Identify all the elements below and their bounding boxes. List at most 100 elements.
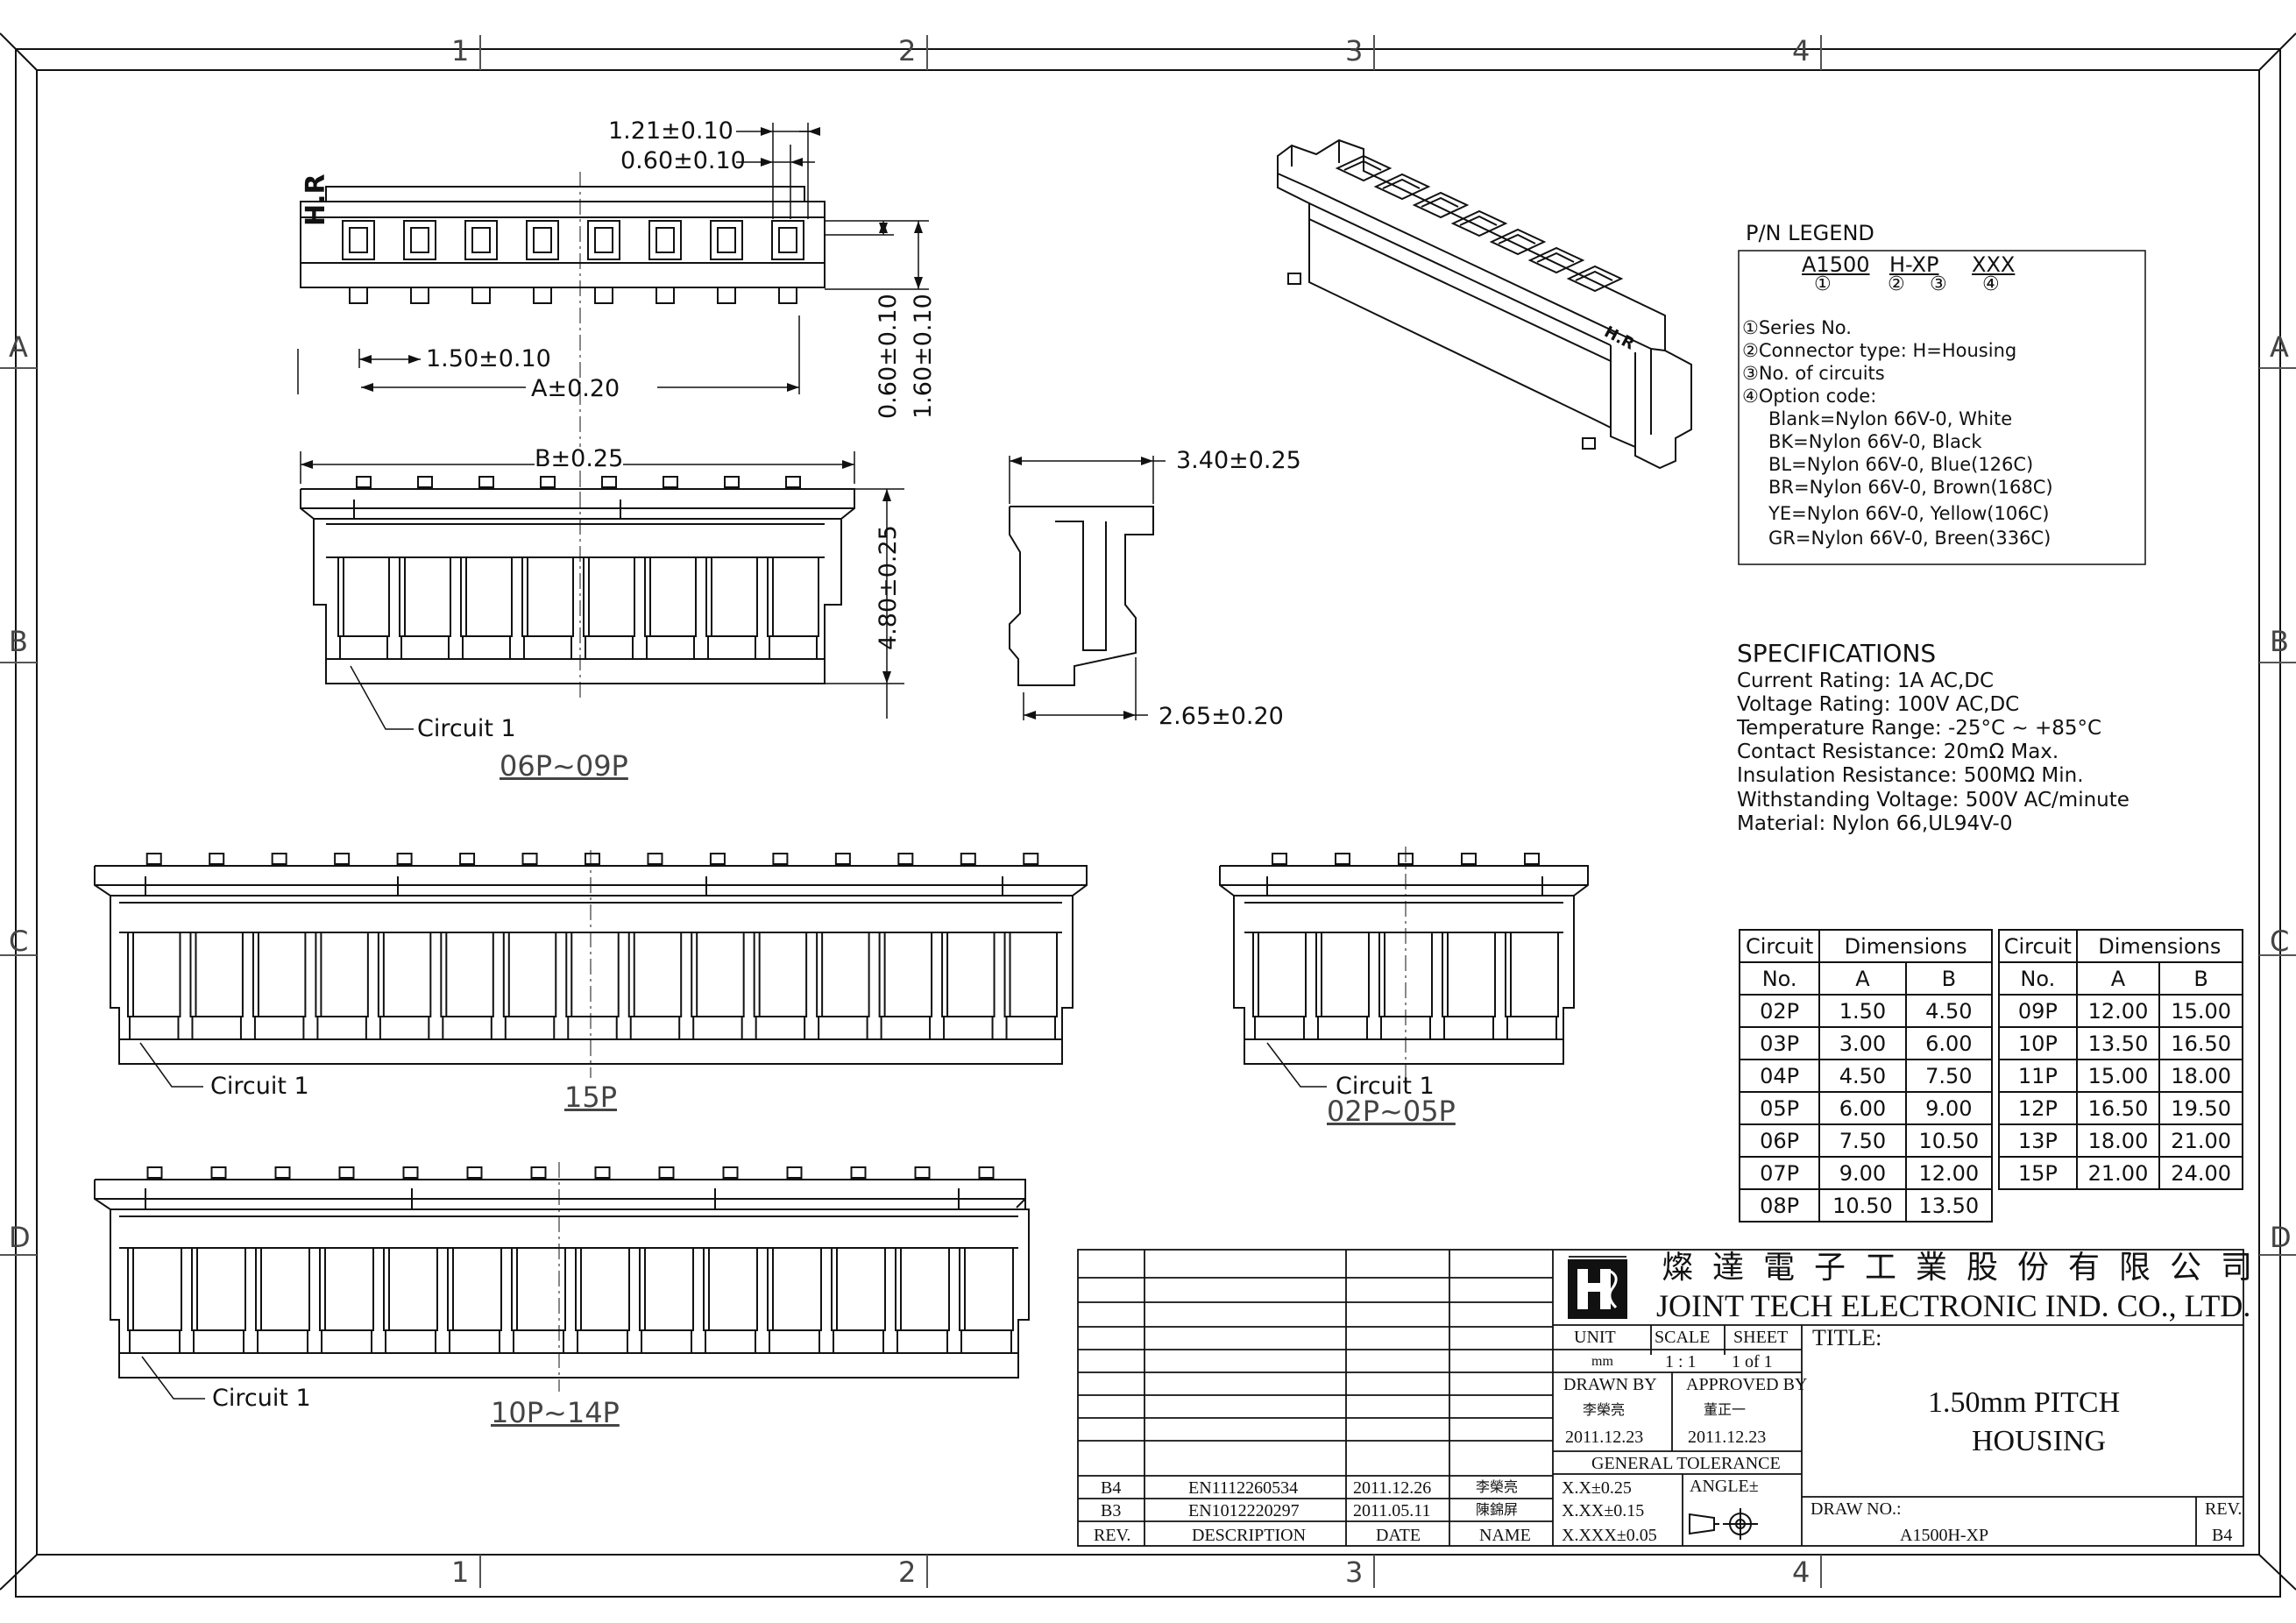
cell-b: 19.50 — [2158, 1091, 2243, 1125]
top-view — [297, 172, 826, 491]
slot-foot — [523, 636, 572, 660]
slot — [252, 932, 307, 1017]
cell-b: 4.50 — [1904, 994, 1994, 1028]
latch-tab — [594, 287, 613, 304]
specifications-title: SPECIFICATIONS — [1737, 639, 1937, 668]
cell-a: 7.50 — [1818, 1123, 1907, 1158]
pn-line-5: Blank=Nylon 66V-0, White — [1768, 408, 2013, 429]
slot-foot — [769, 636, 818, 660]
top-tab — [585, 853, 600, 865]
side-view — [1009, 456, 1166, 720]
table-subheader-row: No. A B — [1738, 961, 1994, 996]
top-tab — [1398, 853, 1414, 865]
slot — [460, 556, 513, 637]
slot — [1378, 932, 1433, 1017]
slot-foot — [321, 1330, 372, 1354]
cell-b: 24.00 — [2158, 1156, 2243, 1190]
th-dimensions: Dimensions — [1818, 929, 1993, 963]
slot-foot — [896, 1330, 948, 1354]
slot — [127, 1247, 182, 1331]
th-a: A — [2075, 961, 2161, 996]
top-view-cavities — [342, 220, 804, 304]
cell-a: 1.50 — [1818, 994, 1907, 1028]
zone-row-c-left: C — [9, 925, 29, 958]
slot-foot — [442, 1017, 493, 1040]
dim-3-40: 3.40±0.25 — [1176, 447, 1301, 474]
spec-contact-resistance: Contact Resistance: 20mΩ Max. — [1737, 741, 2059, 763]
arrowhead — [882, 489, 891, 501]
revision-b4-name: 李榮亮 — [1476, 1480, 1519, 1495]
cavity-window — [778, 227, 797, 253]
cell-a: 3.00 — [1818, 1026, 1907, 1060]
cavity-outline — [464, 220, 498, 260]
cavity-outline — [648, 220, 682, 260]
slot — [767, 1247, 822, 1331]
arrowhead — [408, 355, 421, 364]
top-tab — [1023, 853, 1039, 865]
top-tab — [709, 853, 726, 865]
slot — [189, 932, 244, 1017]
cell-a: 21.00 — [2075, 1156, 2161, 1190]
slot — [399, 556, 451, 637]
spec-material: Material: Nylon 66,UL94V-0 — [1737, 812, 2013, 835]
slot — [1505, 932, 1559, 1017]
revision-b3-rev: B3 — [1101, 1501, 1122, 1520]
slot — [895, 1247, 950, 1331]
top-tab — [1335, 853, 1350, 865]
arrowhead — [882, 671, 891, 684]
slot — [639, 1247, 694, 1331]
iso-cavity — [1335, 154, 1392, 182]
slot-foot — [1506, 1017, 1557, 1040]
inner-frame — [36, 69, 2260, 1556]
iso-cavity-inner — [1421, 196, 1459, 208]
cell-a: 15.00 — [2075, 1059, 2161, 1093]
top-tab — [402, 1166, 419, 1179]
slot-foot — [880, 1017, 932, 1040]
cell-circuit: 02P — [1738, 994, 1821, 1028]
slot-foot — [567, 1017, 618, 1040]
cavity-outline — [526, 220, 559, 260]
general-tolerance-label: GENERAL TOLERANCE — [1591, 1454, 1781, 1473]
cavity-window — [410, 227, 429, 253]
slot — [315, 932, 369, 1017]
cell-circuit: 05P — [1738, 1091, 1821, 1125]
cavity-outline — [771, 220, 804, 260]
slot — [959, 1247, 1014, 1331]
slot — [127, 932, 181, 1017]
cell-circuit: 04P — [1738, 1059, 1821, 1093]
cavity-window — [471, 227, 491, 253]
slot-foot — [577, 1330, 628, 1354]
revision-b3-date: 2011.05.11 — [1353, 1501, 1431, 1520]
iso-cavity — [1527, 246, 1585, 274]
top-tab — [540, 476, 556, 488]
tolerance-x-xxx: X.XXX±0.05 — [1562, 1526, 1657, 1545]
slot-foot — [1005, 1017, 1056, 1040]
approved-date: 2011.12.23 — [1688, 1428, 1767, 1447]
latch-tab — [717, 287, 736, 304]
company-name-chinese: 燦達電子工業股份有限公司 — [1662, 1250, 2272, 1285]
arrowhead — [1141, 457, 1153, 465]
top-tab — [145, 853, 162, 865]
zone-row-b-left: B — [9, 625, 28, 658]
top-tab — [338, 1166, 355, 1179]
isometric-view — [1277, 138, 1692, 470]
slot — [583, 556, 635, 637]
dimension-arrows — [301, 127, 1153, 719]
dim-4-80: 4.80±0.25 — [875, 525, 902, 650]
cell-a: 18.00 — [2075, 1123, 2161, 1158]
th-no: No. — [1738, 961, 1821, 996]
iso-cavity — [1373, 173, 1431, 201]
cell-b: 13.50 — [1904, 1188, 1994, 1223]
circuit-1-label-02p-05p: Circuit 1 — [1336, 1073, 1435, 1100]
arrowhead — [1024, 711, 1036, 719]
top-tab — [209, 853, 225, 865]
history-name-header: NAME — [1479, 1526, 1531, 1545]
front-view-02p-05p-slots — [1252, 853, 1559, 1040]
zone-ticks — [0, 35, 2296, 1588]
cavity-outline — [587, 220, 620, 260]
slot-foot — [755, 1017, 806, 1040]
slot-foot — [129, 1017, 180, 1040]
